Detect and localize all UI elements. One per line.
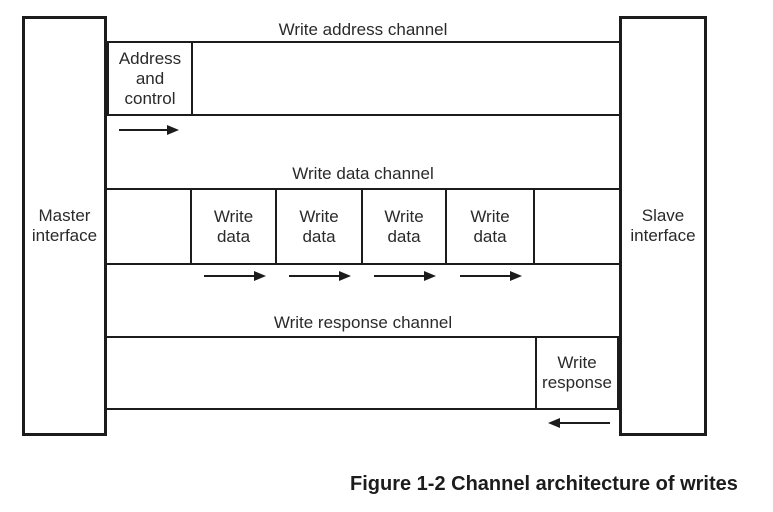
master-interface-label-line2: interface (31, 226, 98, 245)
write-data-empty-cell (107, 190, 192, 263)
write-data-cell-line1: Write (299, 206, 339, 226)
right-arrow-icon (204, 271, 266, 281)
write-data-cell-line1: Write (470, 206, 510, 226)
write-data-row: Write data Write data Write data Write d… (107, 188, 619, 265)
write-address-channel-label: Write address channel (278, 20, 448, 39)
right-arrow-icon (460, 271, 522, 281)
response-box-line2: response (542, 373, 612, 392)
right-arrow-icon (289, 271, 351, 281)
write-data-cell-line2: data (216, 226, 251, 246)
master-interface-label-line1: Master (38, 206, 91, 225)
address-box-line2: and (135, 68, 165, 88)
figure-caption: Figure 1-2 Channel architecture of write… (350, 473, 738, 495)
address-box-line1: Address (118, 48, 182, 68)
address-and-control-box: Address and control (107, 41, 193, 116)
response-box-line1: Write (557, 353, 597, 372)
write-data-cell: Write data (447, 190, 535, 263)
write-data-cell-line1: Write (213, 206, 254, 226)
right-arrow-icon (119, 125, 179, 135)
write-data-cell: Write data (277, 190, 363, 263)
write-response-box: Write response (535, 336, 619, 410)
master-interface-box: Master interface (22, 16, 107, 436)
response-channel-top-line (107, 336, 619, 338)
write-data-channel-label: Write data channel (292, 164, 434, 183)
address-channel-bottom-line (107, 114, 619, 116)
slave-interface-label-line2: interface (630, 226, 696, 245)
slave-interface-box: Slave interface (619, 16, 707, 436)
left-arrow-icon (548, 418, 610, 428)
address-box-line3: control (124, 88, 176, 108)
address-channel-top-line (107, 41, 619, 43)
slave-interface-label-line1: Slave (641, 206, 685, 225)
write-data-cell-line1: Write (384, 206, 424, 226)
write-data-cell: Write data (192, 190, 277, 263)
write-data-cell-line2: data (387, 226, 421, 246)
response-channel-bottom-line (107, 408, 619, 410)
write-data-empty-cell (535, 190, 619, 263)
write-data-cell-line2: data (473, 226, 507, 246)
write-response-channel-label: Write response channel (273, 313, 453, 332)
write-data-cell: Write data (363, 190, 447, 263)
write-data-cell-line2: data (302, 226, 336, 246)
right-arrow-icon (374, 271, 436, 281)
